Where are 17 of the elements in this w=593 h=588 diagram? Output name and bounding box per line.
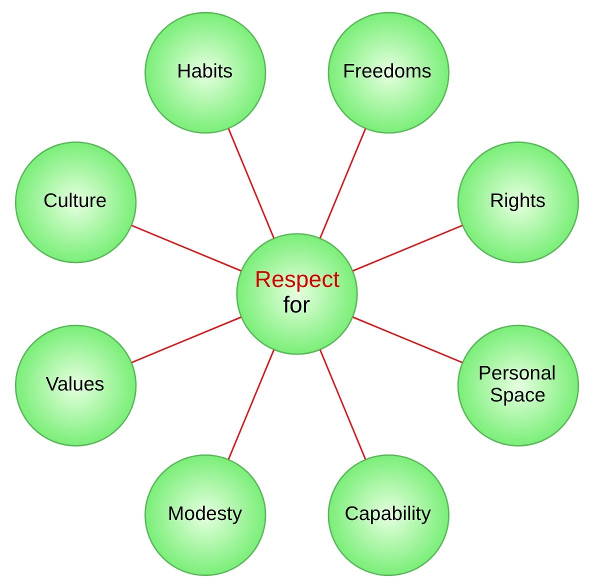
connector bbox=[227, 350, 274, 460]
connector bbox=[130, 316, 241, 364]
node-circle: Culture bbox=[14, 142, 136, 264]
connector bbox=[130, 224, 241, 272]
connector bbox=[318, 350, 366, 460]
node-circle: Personal Space bbox=[456, 324, 579, 446]
node-circle: Freedoms bbox=[327, 12, 449, 134]
connector bbox=[227, 128, 274, 238]
node-circle: Respect for bbox=[236, 233, 358, 355]
node-circle: Habits bbox=[144, 12, 266, 134]
connector bbox=[352, 224, 462, 272]
node-circle: Capability bbox=[327, 454, 449, 576]
node-circle: Rights bbox=[456, 142, 579, 264]
connector bbox=[318, 128, 366, 238]
connector bbox=[352, 316, 462, 364]
node-circle: Modesty bbox=[144, 454, 266, 576]
node-circle: Values bbox=[14, 324, 136, 446]
